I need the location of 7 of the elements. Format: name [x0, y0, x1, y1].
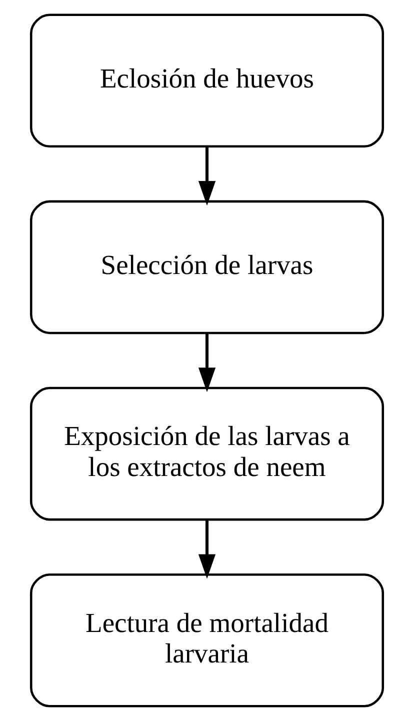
arrow	[198, 520, 216, 579]
arrow	[198, 333, 216, 392]
node-box: Selección de larvas	[30, 200, 384, 334]
node-box: Lectura de mortalidad larvaria	[30, 573, 384, 708]
arrow	[198, 146, 216, 206]
node-box: Eclosión de huevos	[30, 14, 384, 148]
node-box: Exposición de las larvas a los extractos de neem	[30, 386, 384, 521]
